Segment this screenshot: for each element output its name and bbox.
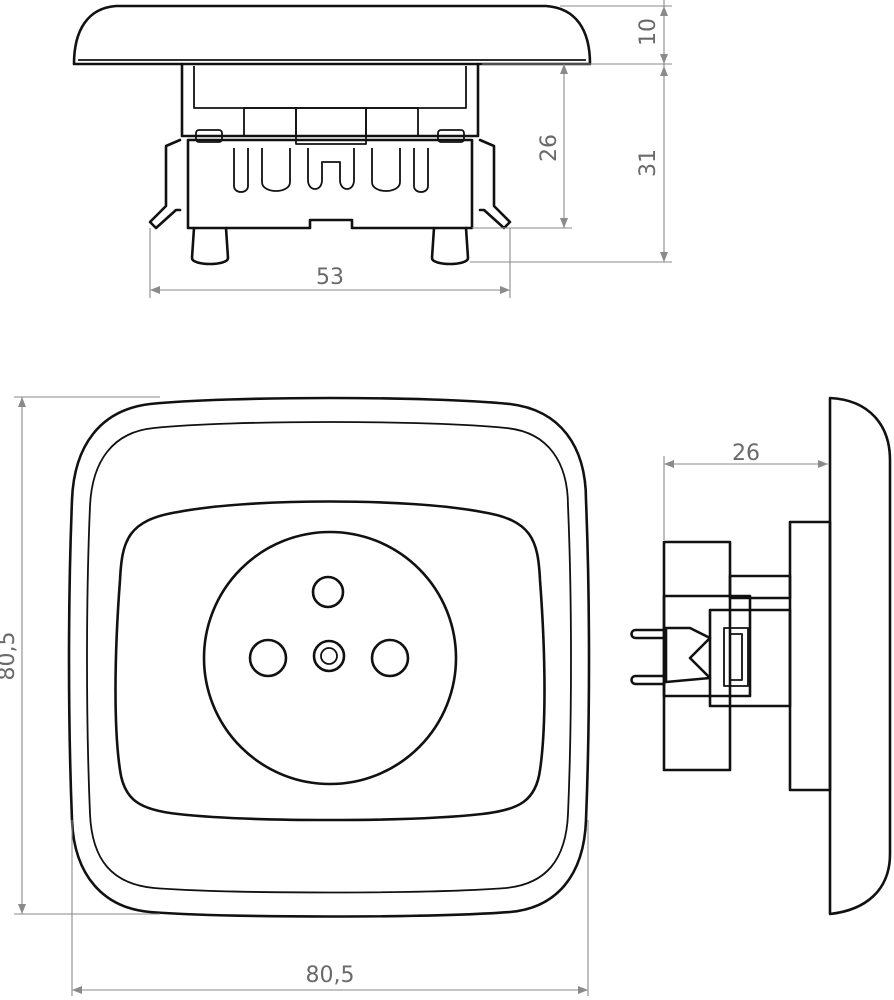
front-dimension-lines [14, 396, 589, 996]
dim-label-side-depth: 26 [732, 441, 760, 466]
top-view-claw-left [148, 138, 182, 230]
top-view-slot-2 [261, 148, 291, 192]
side-view-pin-top [630, 628, 666, 640]
front-view-socket-plate [114, 500, 546, 822]
top-view-terminal-block-center [295, 107, 367, 145]
front-view-hole-left [248, 638, 288, 678]
top-view-foot-left [190, 226, 230, 266]
side-view-base [788, 520, 832, 792]
top-dimension-lines [149, 0, 672, 298]
dim-label-front-height: 80,5 [0, 632, 20, 681]
top-view-upper-body [180, 62, 480, 138]
side-view-module [662, 594, 752, 698]
side-view-clip [723, 627, 749, 687]
top-view-terminal-block-right [365, 107, 419, 137]
top-view-main-body [186, 138, 474, 230]
side-view-latch [708, 608, 792, 708]
side-view-neck [728, 574, 792, 600]
dim-label-top-body-depth: 26 [537, 134, 562, 162]
side-view-pin-bottom [630, 674, 666, 686]
front-view-socket-well [202, 530, 458, 786]
top-view-foot-right [430, 226, 470, 266]
side-dimension-lines [663, 456, 828, 540]
dim-label-front-width: 80,5 [306, 963, 355, 988]
top-view-inner-frame [193, 66, 467, 109]
front-view-hole-top [311, 575, 345, 609]
side-view [630, 396, 892, 916]
dim-label-top-cover-height: 10 [636, 18, 661, 46]
front-view [67, 396, 591, 918]
front-view-earth-pin-outer [312, 639, 346, 673]
dim-label-top-total-depth: 31 [636, 149, 661, 177]
top-view-claw-right [478, 138, 512, 230]
top-view-cover [72, 4, 592, 66]
front-view-hole-right [370, 638, 410, 678]
front-view-earth-pin-inner [320, 647, 338, 665]
top-view-slot-4 [371, 148, 401, 192]
front-view-cover-inner [86, 421, 572, 894]
side-view-cover [828, 396, 892, 916]
top-view-screw-left [195, 129, 223, 143]
top-view-slot-3 [307, 148, 355, 190]
top-view [72, 4, 592, 266]
dim-label-top-width: 53 [316, 265, 344, 290]
top-view-slot-5 [413, 148, 429, 193]
side-view-spring [664, 626, 712, 684]
top-view-slot-1 [233, 148, 249, 193]
top-view-terminal-block-left [243, 107, 297, 137]
top-view-screw-right [437, 129, 465, 143]
side-view-body [662, 540, 732, 772]
front-view-cover-outline [67, 396, 591, 918]
